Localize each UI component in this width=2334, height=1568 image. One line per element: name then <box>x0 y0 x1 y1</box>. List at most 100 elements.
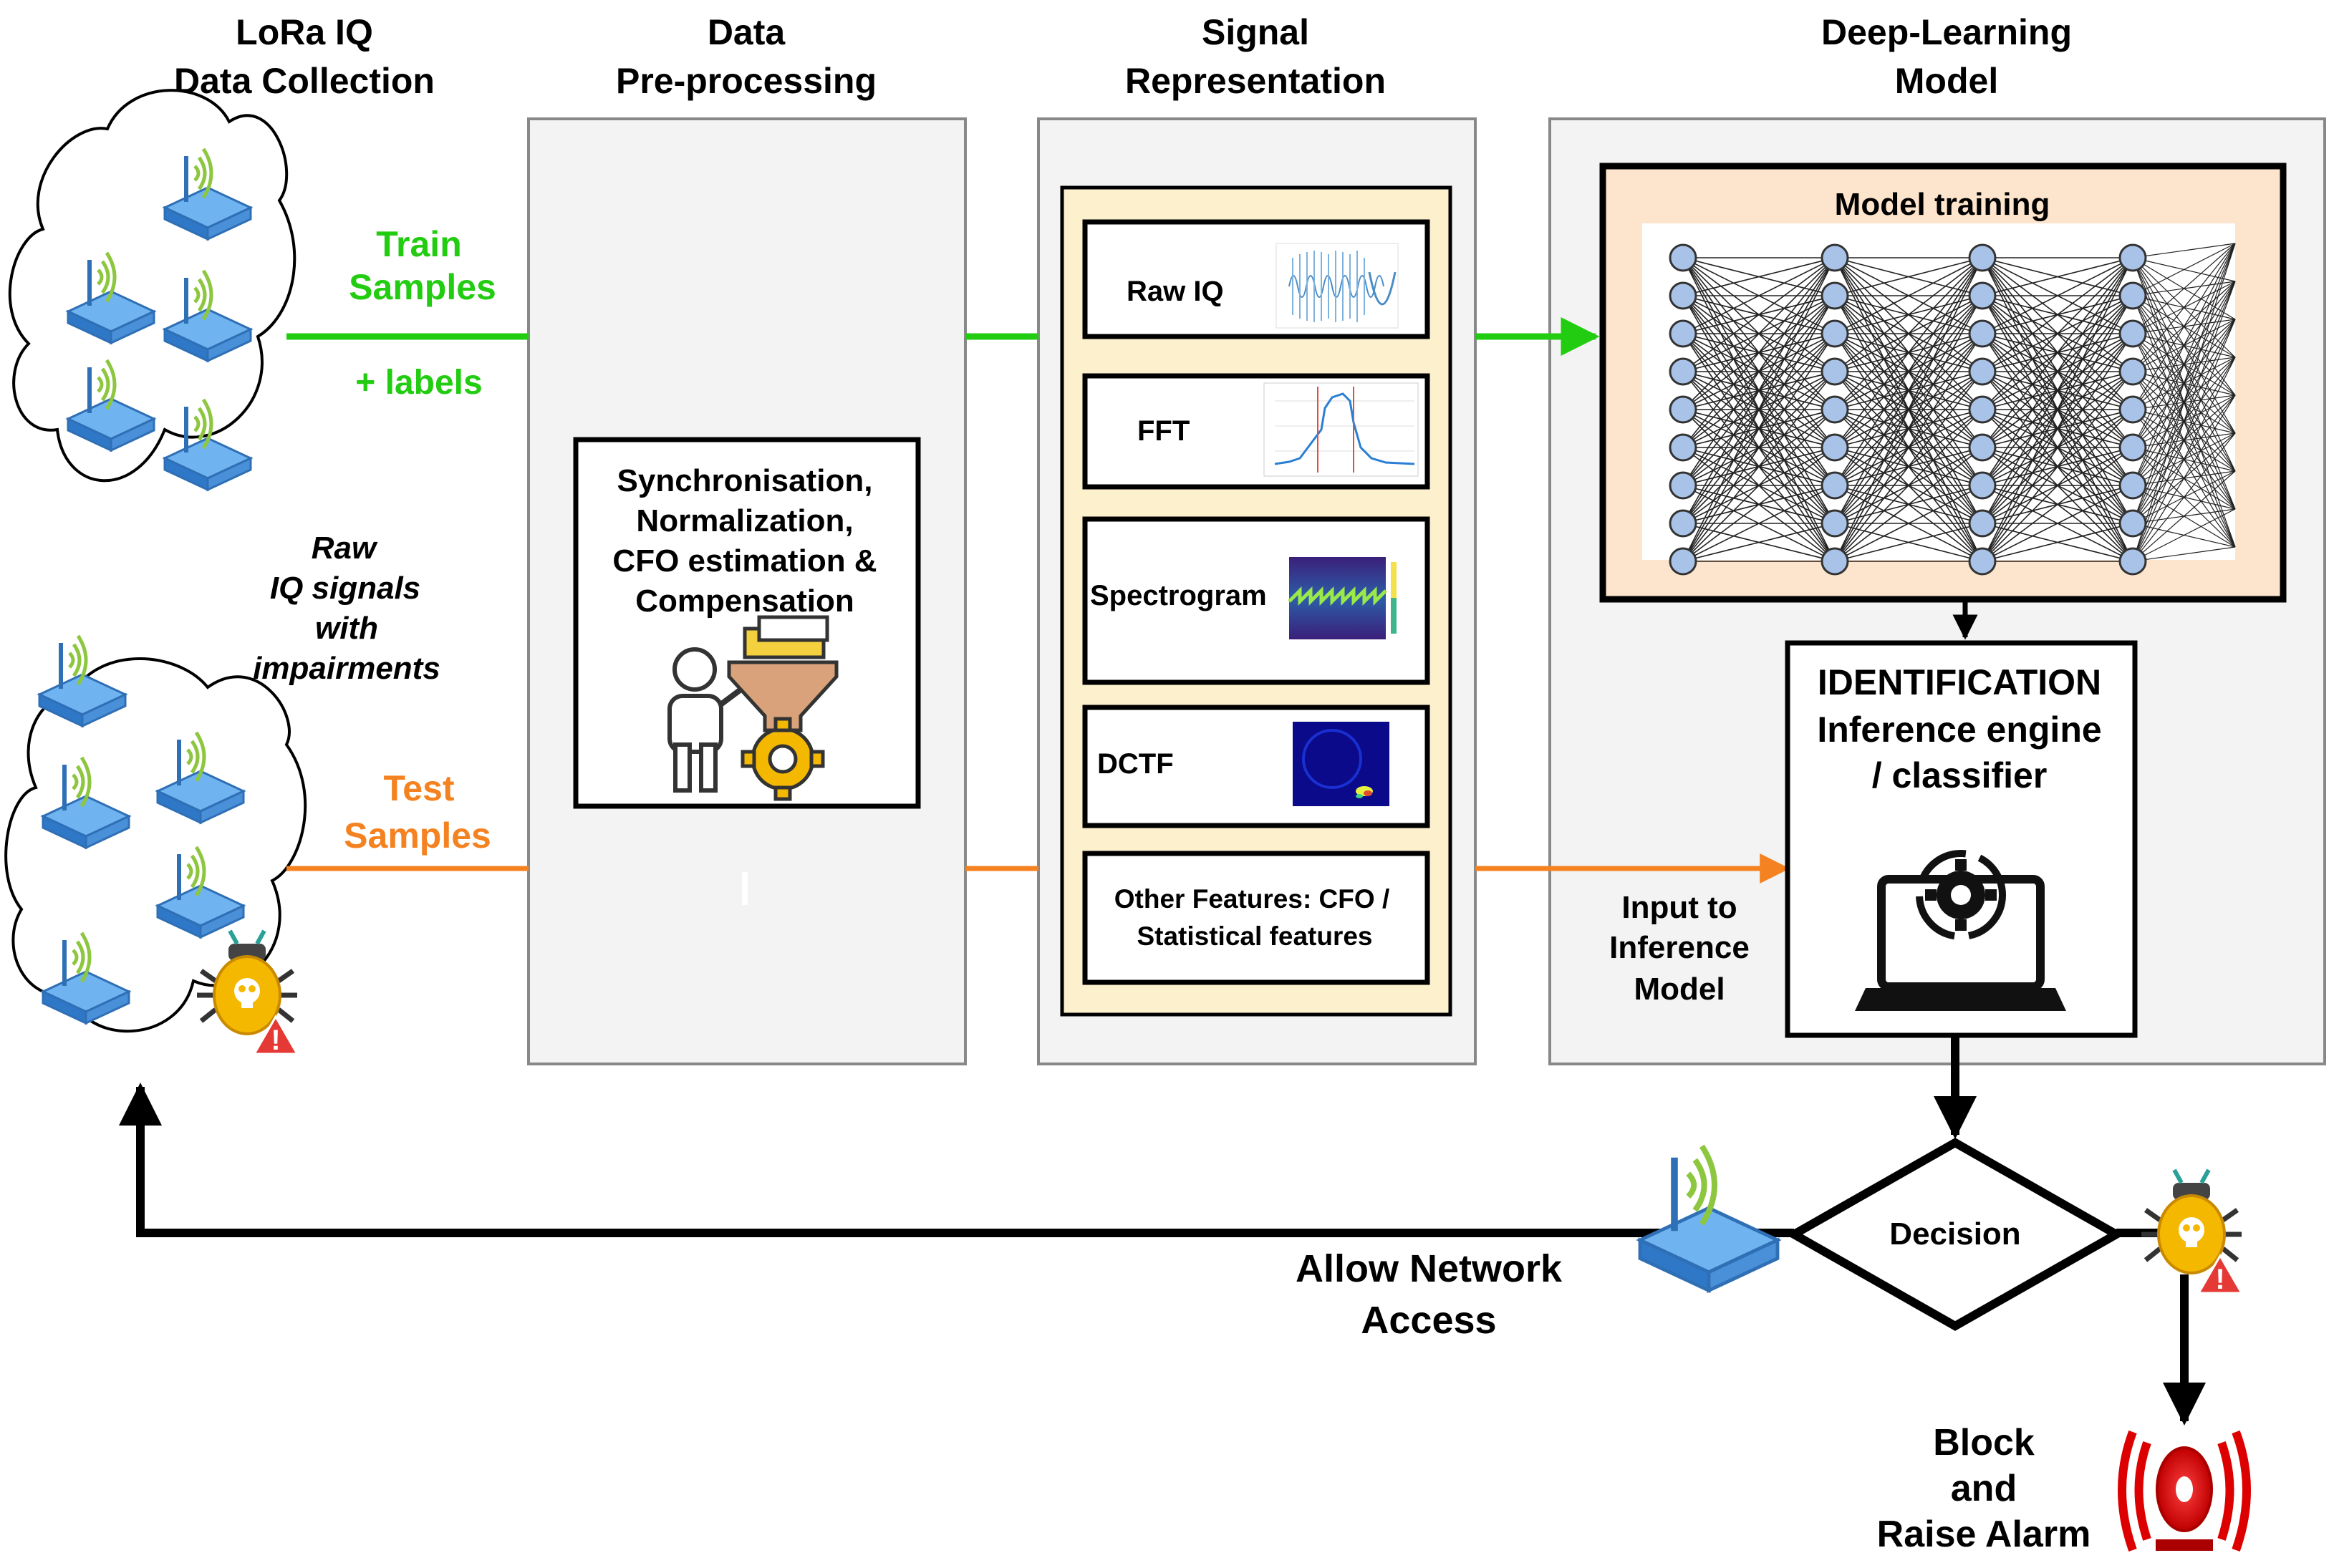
spectrogram-plot <box>1288 557 1397 639</box>
nn-neuron <box>1968 243 1997 272</box>
nn-edge <box>1682 333 1836 562</box>
inference-input-line3: Model <box>1634 972 1725 1007</box>
nn-edge <box>2132 432 2236 562</box>
identification-line2: Inference engine <box>1817 710 2101 750</box>
nn-edge <box>2132 508 2236 562</box>
alarm-icon <box>2118 1430 2251 1552</box>
header-representation: Signal Representation <box>1125 12 1386 101</box>
header-model-line2: Model <box>1895 61 1998 101</box>
nn-neuron <box>1669 547 1697 576</box>
nn-neuron <box>2118 471 2147 500</box>
nn-edge <box>1834 257 1983 524</box>
nn-edge <box>1682 485 1836 562</box>
nn-edge <box>1682 257 1836 296</box>
nn-edge <box>1834 257 1983 372</box>
preprocess-line2: Normalization, <box>636 503 853 538</box>
train-cloud <box>8 89 296 483</box>
nn-neuron <box>2118 509 2147 538</box>
nn-edge <box>1982 333 2133 562</box>
nn-neuron <box>1968 471 1997 500</box>
allow-line1: Allow Network <box>1296 1247 1563 1290</box>
decision-diamond <box>1785 1138 2126 1331</box>
nn-edge <box>2132 243 2236 410</box>
nn-neuron <box>1968 547 1997 576</box>
nn-edge <box>1682 257 1836 486</box>
nn-edge <box>2132 243 2236 524</box>
fft-plot <box>1263 382 1419 477</box>
nn-edge <box>2132 470 2236 562</box>
nn-edge <box>1982 485 2133 562</box>
nn-edge <box>1982 447 2133 562</box>
identification-line1: IDENTIFICATION <box>1818 662 2101 702</box>
identification-line3: / classifier <box>1872 755 2048 795</box>
header-preprocessing: Data Pre-processing <box>616 12 877 101</box>
nn-edge <box>1982 409 2133 562</box>
nn-neuron <box>1821 281 1849 310</box>
nn-neuron <box>2118 357 2147 386</box>
nn-neuron <box>1821 433 1849 462</box>
dctf-label: DCTF <box>1097 748 1174 780</box>
header-preprocessing-line2: Pre-processing <box>616 61 877 101</box>
nn-edge <box>1982 257 2133 562</box>
nn-neuron <box>1821 547 1849 576</box>
inference-input-line2: Inference <box>1609 930 1750 965</box>
preprocess-line4: Compensation <box>635 584 854 619</box>
header-representation-line2: Representation <box>1125 61 1386 101</box>
nn-neuron <box>1821 471 1849 500</box>
raw-iq-label: Raw IQ <box>1127 276 1224 307</box>
nn-edge <box>1682 409 1836 562</box>
header-collection-line2: Data Collection <box>174 61 435 101</box>
nn-neuron <box>2118 281 2147 310</box>
nn-edge <box>1834 257 1983 486</box>
nn-neuron <box>1669 281 1697 310</box>
nn-edge <box>1682 257 1836 372</box>
nn-edge <box>2132 243 2236 334</box>
nn-neuron <box>1821 357 1849 386</box>
nn-neuron <box>1968 357 1997 386</box>
nn-edge <box>2132 243 2236 486</box>
header-representation-line1: Signal <box>1202 12 1309 52</box>
model-training-label: Model training <box>1835 187 2050 222</box>
nn-edge <box>1834 409 1983 562</box>
data-processing-icon <box>667 615 839 801</box>
nn-edge <box>1682 257 1836 524</box>
fft-label: FFT <box>1137 415 1190 447</box>
allowed-router-icon <box>1640 1146 1778 1291</box>
nn-edge <box>2132 546 2236 562</box>
raw-signals-line2: IQ signals <box>270 571 420 606</box>
nn-edge <box>1834 257 1983 410</box>
nn-edge <box>1682 257 1836 562</box>
nn-edge <box>2132 357 2236 562</box>
nn-neuron <box>1821 509 1849 538</box>
nn-neuron <box>1968 281 1997 310</box>
header-model-line1: Deep-Learning <box>1821 12 2072 52</box>
nn-neuron <box>1968 395 1997 424</box>
nn-edge <box>1682 257 1836 448</box>
nn-edge <box>1834 485 1983 562</box>
preprocess-line3: CFO estimation & <box>612 543 877 579</box>
header-collection: LoRa IQ Data Collection <box>174 12 435 101</box>
nn-edge <box>1834 371 1983 562</box>
inference-input-line1: Input to <box>1621 890 1737 925</box>
nn-neuron <box>2118 319 2147 348</box>
nn-neuron <box>1669 509 1697 538</box>
nn-edge <box>1982 257 2133 448</box>
dctf-plot <box>1293 722 1389 806</box>
nn-edge <box>1834 295 1983 562</box>
other-features-line1: Other Features: CFO / <box>1114 884 1389 914</box>
nn-edge <box>2132 319 2236 562</box>
nn-edge <box>1682 257 1836 334</box>
nn-edge <box>1982 257 2133 372</box>
raw-signals-line1: Raw <box>312 531 378 566</box>
allow-line2: Access <box>1361 1299 1496 1342</box>
nn-edge <box>1682 257 1836 410</box>
nn-edge <box>2132 281 2236 562</box>
train-labels: + labels <box>355 364 482 402</box>
attacker-bug-icon <box>2141 1170 2242 1295</box>
raw-iq-plot <box>1275 243 1399 329</box>
nn-edge <box>2132 243 2236 562</box>
nn-edge <box>1834 447 1983 562</box>
train-samples-line1: Train <box>376 224 461 264</box>
nn-edge <box>2132 243 2236 296</box>
nn-edge <box>2132 243 2236 448</box>
